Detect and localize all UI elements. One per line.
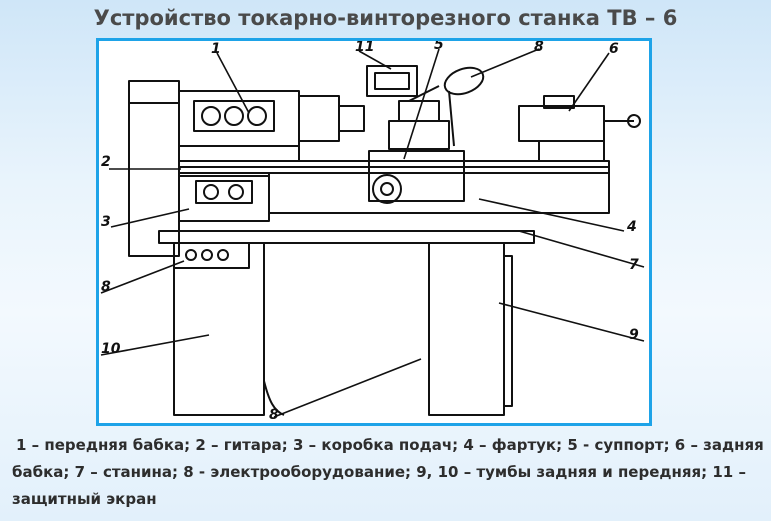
carriage [368,150,465,202]
label-6: 6 [609,41,619,57]
label-1: 1 [211,41,221,57]
label-11: 11 [355,41,374,55]
label-7: 7 [629,257,639,273]
front-cabinet [173,242,265,416]
legend-caption: 1 – передняя бабка; 2 – гитара; 3 – коро… [12,432,767,513]
caption-line-3: защитный экран [12,490,157,508]
label-8-panel: 8 [101,279,111,295]
work-lamp [443,66,485,96]
page-title: Устройство токарно-винторезного станка Т… [93,6,678,30]
tailstock [518,105,605,142]
label-8-bottom: 8 [269,407,279,423]
lathe-drawing: 1 2 3 4 5 6 7 8 8 8 9 10 11 [100,41,645,423]
lathe-diagram: 1 2 3 4 5 6 7 8 8 8 9 10 11 [96,38,652,426]
label-4: 4 [626,219,637,235]
caption-line-1: 1 – передняя бабка; 2 – гитара; 3 – коро… [16,436,764,454]
label-8-lamp: 8 [534,41,544,55]
table-top [158,230,535,244]
rear-cabinet [428,242,505,416]
caption-line-2: бабка; 7 – станина; 8 - электрооборудова… [12,463,746,481]
protective-screen [366,65,418,97]
label-5: 5 [434,41,444,53]
label-3: 3 [101,214,111,230]
gearbox [178,175,270,222]
label-2: 2 [101,154,111,170]
label-9: 9 [629,327,639,343]
label-10: 10 [101,341,121,357]
